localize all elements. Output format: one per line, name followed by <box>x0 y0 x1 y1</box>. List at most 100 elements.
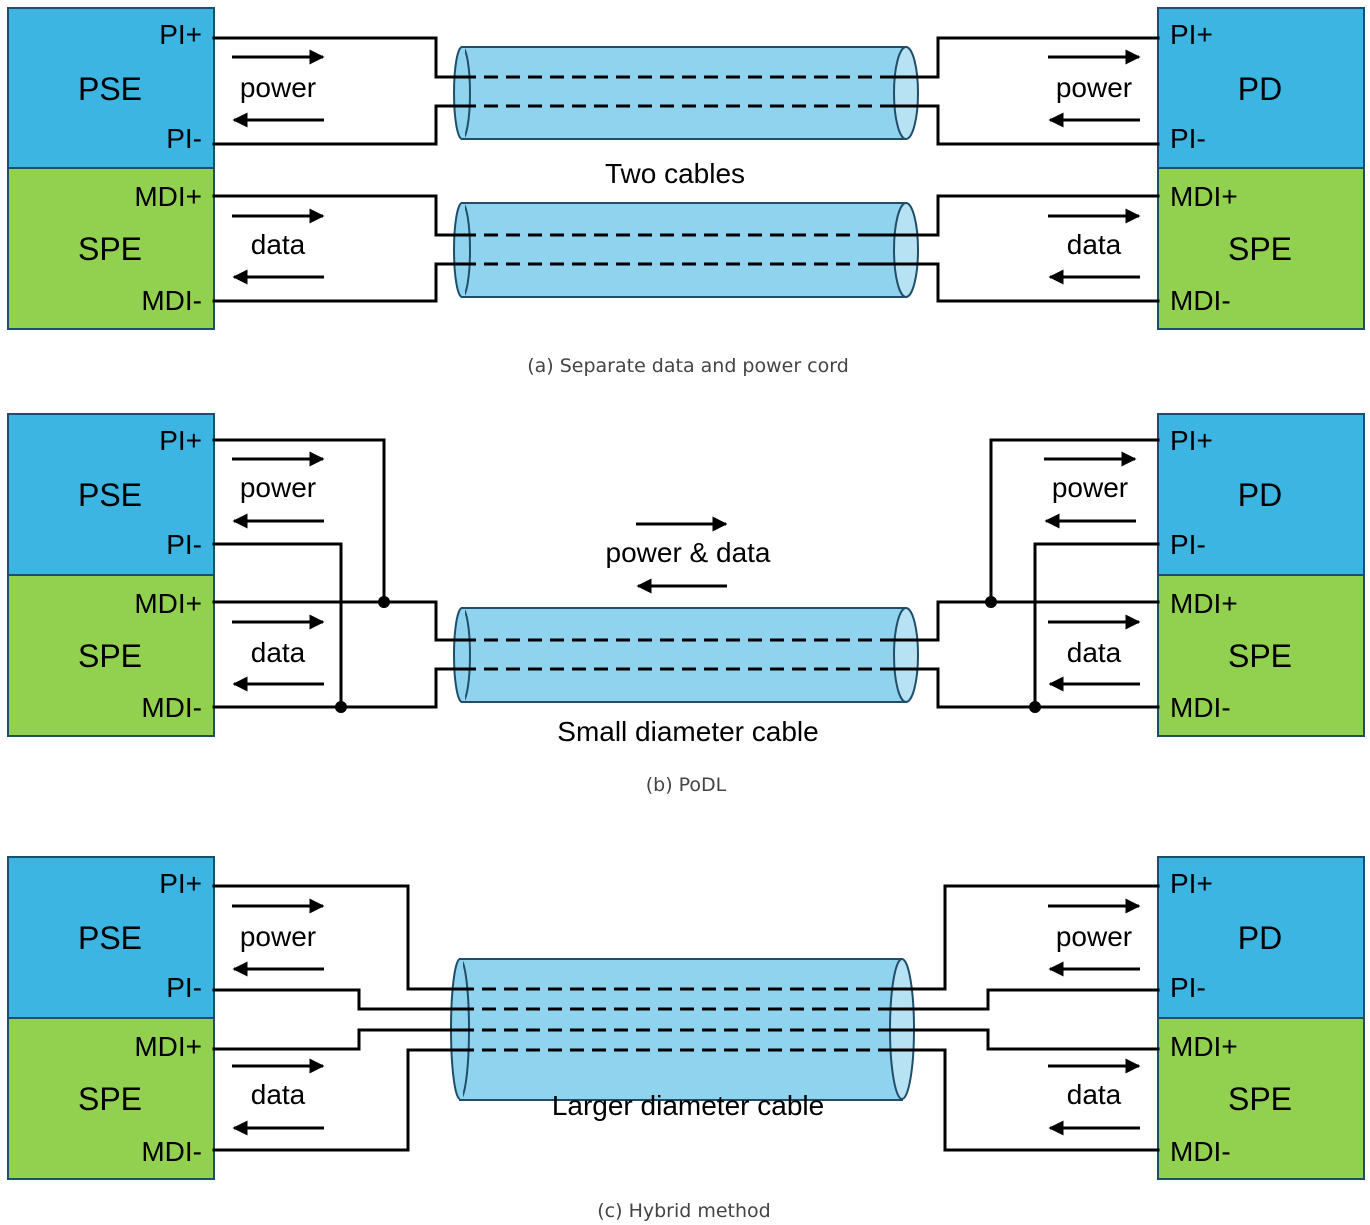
pd-label: PD <box>1238 477 1282 513</box>
mdi-minus-label: MDI- <box>1170 285 1231 316</box>
pi-minus-wire <box>212 988 462 1011</box>
mdi-plus-wire <box>212 194 464 237</box>
data-label: data <box>1067 1079 1122 1110</box>
spe-box-left <box>7 1017 215 1180</box>
pi-minus-label: PI- <box>166 529 202 560</box>
mdi-plus-label: MDI+ <box>134 1031 202 1062</box>
pi-plus-label: PI+ <box>159 19 202 50</box>
pse-label: PSE <box>78 477 142 513</box>
podl-cable <box>453 607 919 703</box>
diagram-a: PSE PI+ PI- SPE MDI+ MDI- PD PI+ PI- SPE… <box>7 7 1365 377</box>
mdi-minus-wire <box>212 1048 462 1152</box>
mdi-plus-wire <box>892 600 1160 642</box>
mdi-minus-label: MDI- <box>141 285 202 316</box>
junction-dot <box>1029 701 1041 713</box>
mdi-plus-label: MDI+ <box>134 588 202 619</box>
spe-box-right <box>1157 1017 1365 1180</box>
pi-minus-wire <box>1033 542 1160 709</box>
data-cable <box>453 202 919 298</box>
pse-label: PSE <box>78 71 142 107</box>
power-cable <box>453 46 919 140</box>
pi-plus-label: PI+ <box>159 868 202 899</box>
spe-box-right <box>1157 574 1365 737</box>
pd-label: PD <box>1238 71 1282 107</box>
spe-box-left <box>7 167 215 330</box>
pi-minus-wire <box>212 104 464 146</box>
mdi-minus-label: MDI- <box>141 1136 202 1167</box>
pi-plus-wire <box>212 438 386 604</box>
diagram-c: PSE PI+ PI- SPE MDI+ MDI- PD PI+ PI- SPE… <box>7 856 1365 1222</box>
pi-minus-label: PI- <box>1170 529 1206 560</box>
spe-label: SPE <box>1228 1081 1292 1117</box>
pi-plus-label: PI+ <box>1170 19 1213 50</box>
spe-label: SPE <box>78 638 142 674</box>
cable-label: Two cables <box>605 158 745 189</box>
pi-minus-label: PI- <box>166 972 202 1003</box>
spe-box-left <box>7 574 215 737</box>
mdi-minus-label: MDI- <box>141 692 202 723</box>
pd-box <box>1157 856 1365 1019</box>
cable-label: Larger diameter cable <box>552 1090 824 1121</box>
spe-label: SPE <box>78 231 142 267</box>
mdi-minus-wire <box>868 262 1160 303</box>
pd-box <box>1157 413 1365 576</box>
pi-plus-wire <box>212 884 462 991</box>
mdi-plus-wire <box>868 194 1160 237</box>
junction-dot <box>378 596 390 608</box>
power-and-data-label: power & data <box>606 537 771 568</box>
diagram-b: PSE PI+ PI- SPE MDI+ MDI- PD PI+ PI- SPE… <box>7 413 1365 796</box>
pi-plus-label: PI+ <box>1170 868 1213 899</box>
pd-label: PD <box>1238 920 1282 956</box>
cable-label: Small diameter cable <box>557 716 818 747</box>
pi-plus-label: PI+ <box>159 425 202 456</box>
pi-minus-label: PI- <box>1170 972 1206 1003</box>
mdi-plus-label: MDI+ <box>1170 1031 1238 1062</box>
pi-plus-wire <box>888 884 1160 991</box>
data-label: data <box>251 229 306 260</box>
mdi-plus-label: MDI+ <box>1170 181 1238 212</box>
power-label: power <box>1056 72 1132 103</box>
mdi-plus-label: MDI+ <box>1170 588 1238 619</box>
data-label: data <box>1067 637 1122 668</box>
mdi-minus-label: MDI- <box>1170 692 1231 723</box>
pse-box <box>7 7 215 169</box>
power-label: power <box>1056 921 1132 952</box>
junction-dot <box>335 701 347 713</box>
mdi-plus-wire <box>212 600 464 642</box>
pi-plus-wire <box>989 438 1160 604</box>
caption-c: (c) Hybrid method <box>597 1200 770 1222</box>
spe-label: SPE <box>1228 638 1292 674</box>
mdi-plus-label: MDI+ <box>134 181 202 212</box>
pi-minus-label: PI- <box>1170 123 1206 154</box>
pse-box <box>7 413 215 576</box>
mdi-minus-wire <box>212 262 464 303</box>
mdi-minus-wire <box>212 667 464 709</box>
mdi-plus-wire <box>888 1028 1160 1051</box>
power-label: power <box>240 921 316 952</box>
data-label: data <box>251 637 306 668</box>
pi-plus-wire <box>892 36 1160 79</box>
caption-b: (b) PoDL <box>646 774 727 796</box>
junction-dot <box>985 596 997 608</box>
power-label: power <box>240 72 316 103</box>
mdi-minus-label: MDI- <box>1170 1136 1231 1167</box>
mdi-plus-wire <box>212 1028 462 1051</box>
spe-box-right <box>1157 167 1365 330</box>
spe-label: SPE <box>1228 231 1292 267</box>
pi-minus-wire <box>892 104 1160 146</box>
power-label: power <box>1052 472 1128 503</box>
pd-box <box>1157 7 1365 169</box>
pse-label: PSE <box>78 920 142 956</box>
pi-minus-wire <box>888 988 1160 1011</box>
spe-label: SPE <box>78 1081 142 1117</box>
data-label: data <box>1067 229 1122 260</box>
pi-plus-wire <box>212 36 464 79</box>
pse-box <box>7 856 215 1019</box>
pi-plus-label: PI+ <box>1170 425 1213 456</box>
mdi-minus-wire <box>888 1048 1160 1152</box>
data-label: data <box>251 1079 306 1110</box>
pi-minus-label: PI- <box>166 123 202 154</box>
caption-a: (a) Separate data and power cord <box>527 355 849 377</box>
power-label: power <box>240 472 316 503</box>
